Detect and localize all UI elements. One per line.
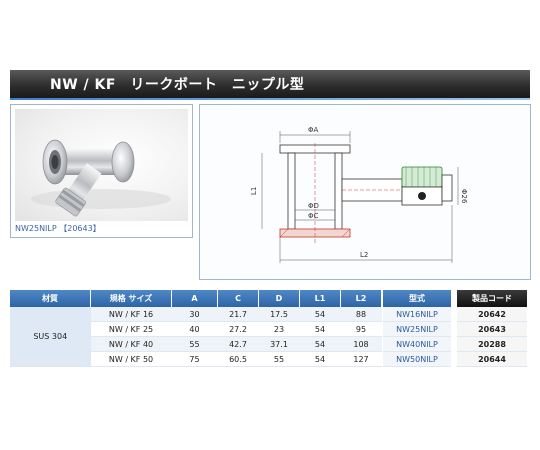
c-cell: 42.7 — [217, 336, 259, 352]
header-l1: L1 — [299, 290, 341, 307]
table-row: NW / KF 25 40 27.2 23 54 95 — [10, 321, 382, 337]
d-cell: 23 — [258, 321, 300, 337]
model-cell: NW50NILP — [383, 351, 451, 367]
dim-phi-26: Φ26 — [460, 189, 468, 204]
size-cell: NW / KF 16 — [90, 307, 172, 322]
header-model: 型式 — [383, 290, 451, 307]
table-row: NW40NILP 20288 — [383, 336, 527, 352]
d-cell: 17.5 — [258, 307, 300, 322]
cross-section-drawing: ΦA Φ26 ΦD ΦC L1 — [250, 126, 468, 263]
a-cell: 30 — [171, 307, 218, 322]
header-a: A — [171, 290, 218, 307]
leak-port-photo-icon — [31, 139, 171, 217]
header-material: 材質 — [10, 290, 91, 307]
table-row: NW / KF 40 55 42.7 37.1 54 108 — [10, 336, 382, 352]
product-photo — [15, 109, 188, 221]
l1-cell: 54 — [299, 351, 341, 367]
title-bar: NW / KF リークボート ニップル型 — [10, 70, 530, 100]
l1-cell: 54 — [299, 307, 341, 322]
code-cell: 20644 — [457, 351, 527, 367]
header-size: 規格 サイズ — [90, 290, 172, 307]
header-c: C — [217, 290, 259, 307]
size-cell: NW / KF 50 — [90, 351, 172, 367]
c-cell: 21.7 — [217, 307, 259, 322]
model-cell: NW40NILP — [383, 336, 451, 352]
code-cell: 20642 — [457, 307, 527, 322]
code-cell: 20643 — [457, 321, 527, 337]
model-cell: NW25NILP — [383, 321, 451, 337]
table-row: NW16NILP 20642 — [383, 307, 527, 322]
c-cell: 27.2 — [217, 321, 259, 337]
d-cell: 55 — [258, 351, 300, 367]
dim-l1: L1 — [250, 187, 258, 195]
code-cell: 20288 — [457, 336, 527, 352]
c-cell: 60.5 — [217, 351, 259, 367]
l1-cell: 54 — [299, 336, 341, 352]
page-title: NW / KF リークボート ニップル型 — [50, 77, 305, 93]
code-table: 型式 製品コード NW16NILP 20642 NW25NILP 20643 N… — [383, 290, 527, 367]
a-cell: 40 — [171, 321, 218, 337]
d-cell: 37.1 — [258, 336, 300, 352]
l1-cell: 54 — [299, 321, 341, 337]
dim-l2: L2 — [360, 251, 368, 259]
table-row: NW25NILP 20643 — [383, 321, 527, 337]
table-row: SUS 304 NW / KF 16 30 21.7 17.5 54 88 — [10, 307, 382, 367]
l2-cell: 108 — [340, 336, 382, 352]
photo-caption: NW25NILP 【20643】 — [15, 224, 101, 233]
dim-phi-c: ΦC — [308, 212, 319, 220]
l2-cell: 127 — [340, 351, 382, 367]
size-cell: NW / KF 40 — [90, 336, 172, 352]
spec-table: 材質 規格 サイズ A C D L1 L2 SUS 304 NW / KF 16… — [10, 290, 382, 367]
size-cell: NW / KF 25 — [90, 321, 172, 337]
header-product-code: 製品コード — [457, 290, 527, 307]
product-photo-frame: NW25NILP 【20643】 — [10, 104, 193, 238]
material-cell: SUS 304 — [10, 307, 91, 367]
l2-cell: 88 — [340, 307, 382, 322]
table-row: NW50NILP 20644 — [383, 351, 527, 367]
dim-phi-a: ΦA — [308, 126, 319, 134]
a-cell: 75 — [171, 351, 218, 367]
model-cell: NW16NILP — [383, 307, 451, 322]
a-cell: 55 — [171, 336, 218, 352]
dim-phi-d: ΦD — [308, 202, 319, 210]
table-row: NW / KF 50 75 60.5 55 54 127 — [10, 351, 382, 367]
l2-cell: 95 — [340, 321, 382, 337]
header-d: D — [258, 290, 300, 307]
header-l2: L2 — [340, 290, 382, 307]
technical-drawing: ΦA Φ26 ΦD ΦC L1 — [199, 104, 531, 280]
